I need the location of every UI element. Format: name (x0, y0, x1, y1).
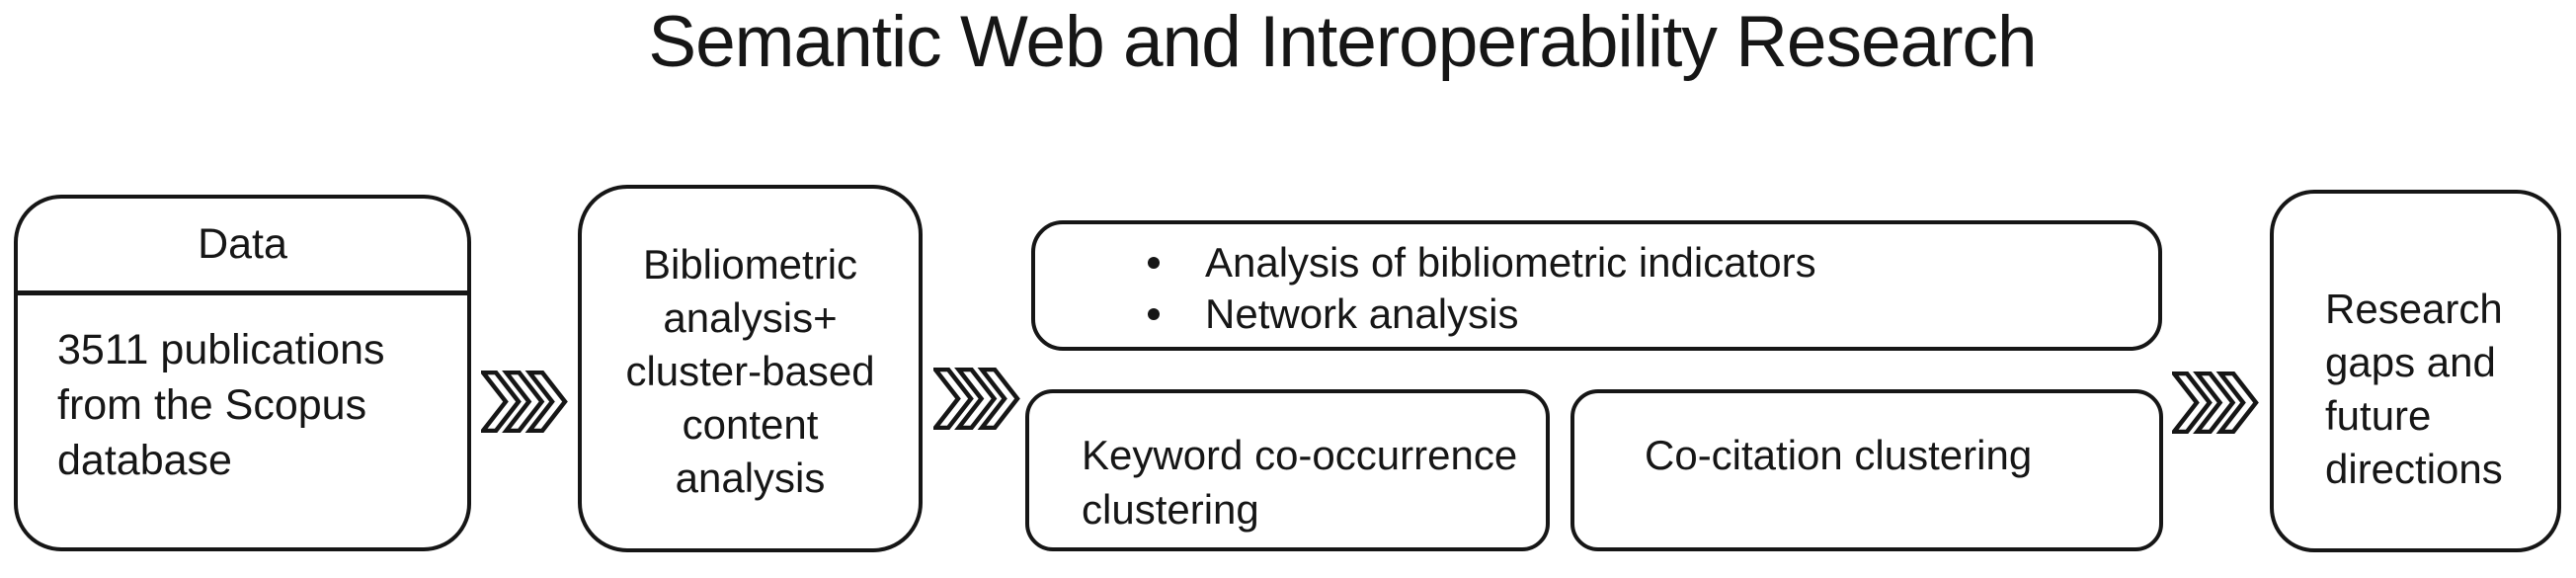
method-box: Bibliometric analysis+ cluster-based con… (578, 185, 923, 552)
bullet-item: Network analysis (1148, 289, 2138, 340)
flow-arrow-icon (933, 368, 1020, 430)
bullet-label: Analysis of bibliometric indicators (1205, 239, 1816, 286)
flow-arrow-icon (2172, 372, 2259, 434)
bullet-item: Analysis of bibliometric indicators (1148, 237, 2138, 289)
cocitation-clustering-box: Co-citation clustering (1570, 389, 2163, 551)
keyword-clustering-box: Keyword co-occurrence clustering (1025, 389, 1550, 551)
outcome-box-label: Research gaps and future directions (2325, 286, 2503, 492)
method-box-label: Bibliometric analysis+ cluster-based con… (625, 241, 875, 501)
cocitation-clustering-label: Co-citation clustering (1645, 432, 2033, 478)
analysis-box: Analysis of bibliometric indicators Netw… (1031, 220, 2162, 351)
outcome-box: Research gaps and future directions (2270, 190, 2561, 552)
flow-arrow-icon (481, 371, 568, 433)
data-box-header: Data (18, 199, 467, 295)
data-box-body: 3511 publications from the Scopus databa… (57, 326, 385, 484)
data-box: Data 3511 publications from the Scopus d… (14, 195, 471, 551)
bullet-dot-icon (1148, 308, 1160, 320)
bullet-dot-icon (1148, 257, 1160, 269)
bullet-label: Network analysis (1205, 290, 1519, 337)
page-title: Semantic Web and Interoperability Resear… (648, 2, 2037, 82)
keyword-clustering-label: Keyword co-occurrence clustering (1082, 432, 1518, 533)
